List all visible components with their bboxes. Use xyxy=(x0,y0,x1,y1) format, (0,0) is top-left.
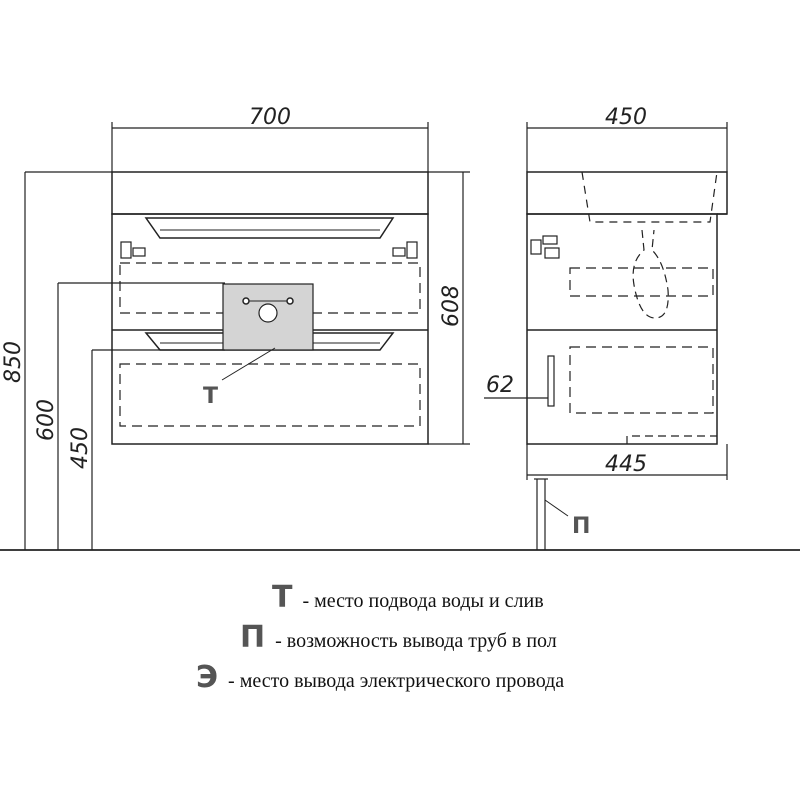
front-countertop xyxy=(111,171,429,215)
side-rail xyxy=(547,355,555,407)
side-drawer-bottom-inner xyxy=(569,346,714,414)
legend-item-t: Т - место подвода воды и слив xyxy=(272,580,544,615)
front-drawer-bottom-inner xyxy=(119,363,421,427)
dim-450-top-lines xyxy=(526,122,728,172)
dim-850-label: 850 xyxy=(1,341,26,383)
front-view xyxy=(111,171,429,445)
legend-item-p: П - возможность вывода труб в пол xyxy=(240,620,557,655)
front-bracket-right xyxy=(392,241,418,259)
dim-608-lines xyxy=(428,171,470,445)
side-cabinet-body xyxy=(526,213,718,445)
p-marker: П xyxy=(572,514,590,539)
dim-445-label: 445 xyxy=(605,452,647,477)
drain-icon xyxy=(258,303,278,323)
dim-850-lines xyxy=(24,171,112,550)
side-drawer-top-inner xyxy=(569,267,714,297)
dim-450-top-label: 450 xyxy=(605,105,647,130)
t-marker: Т xyxy=(203,384,218,409)
siphon-icon xyxy=(632,229,669,319)
cabinet-technical-drawing: 700 450 445 62 850 600 450 608 Т П xyxy=(0,105,800,551)
legend: Т - место подвода воды и слив П - возмож… xyxy=(0,580,800,700)
side-view xyxy=(484,171,728,550)
legend-item-e: Э - место вывода электрического провода xyxy=(196,660,564,695)
dim-700-lines xyxy=(111,122,429,172)
legend-letter: Т xyxy=(272,580,293,615)
water-inlet-left-icon xyxy=(242,297,250,305)
dim-600-lines xyxy=(57,282,225,550)
legend-text: - возможность вывода труб в пол xyxy=(275,630,557,652)
dim-450-lines xyxy=(91,349,225,550)
side-bracket xyxy=(530,235,560,259)
front-handle-top xyxy=(144,217,395,239)
legend-letter: Э xyxy=(196,660,219,695)
side-countertop xyxy=(526,171,728,215)
dim-450-label: 450 xyxy=(68,427,93,469)
floor-pipe xyxy=(534,478,548,550)
front-bracket-left xyxy=(120,241,146,259)
t-marker-leader xyxy=(221,347,276,381)
legend-text: - место подвода воды и слив xyxy=(302,590,544,612)
dim-608-label: 608 xyxy=(439,285,464,327)
dim-600-label: 600 xyxy=(34,399,59,441)
dim-445-lines xyxy=(526,444,728,480)
legend-letter: П xyxy=(240,620,266,655)
front-cabinet-body xyxy=(111,213,429,445)
water-inlet-right-icon xyxy=(286,297,294,305)
dim-62-label: 62 xyxy=(486,373,514,398)
p-marker-leader xyxy=(544,499,569,517)
dim-700-label: 700 xyxy=(249,105,291,130)
legend-text: - место вывода электрического провода xyxy=(228,670,565,692)
